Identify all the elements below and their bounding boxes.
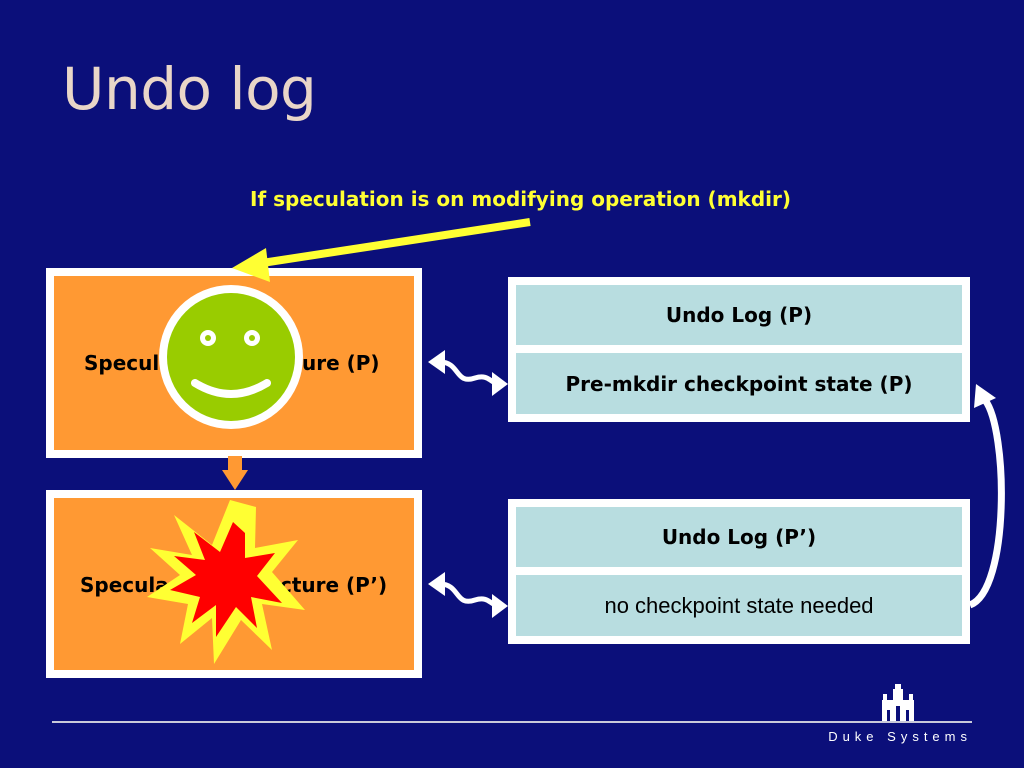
link-arrow-p <box>428 350 508 396</box>
link-arrow-p-prime <box>428 572 508 618</box>
undo-log-p-prime-header: Undo Log (P’) <box>516 507 962 567</box>
footer-divider <box>52 721 972 723</box>
spec-box-p-prime: Specula cture (P’) <box>46 490 422 678</box>
callout-arrow <box>232 218 531 282</box>
callout-text: If speculation is on modifying operation… <box>250 187 792 211</box>
starburst-icon <box>147 500 305 664</box>
undo-log-p-header: Undo Log (P) <box>516 285 962 345</box>
undo-log-p-prime-state: no checkpoint state needed <box>516 575 962 636</box>
spec-box-p-label-left: Specul <box>84 351 160 375</box>
smiley-icon <box>159 285 303 429</box>
duke-chapel-icon <box>882 684 914 722</box>
spec-box-p-label-right: ure (P) <box>302 351 380 375</box>
undo-log-p-state: Pre-mkdir checkpoint state (P) <box>516 353 962 414</box>
slide-title: Undo log <box>62 55 317 123</box>
down-arrow <box>222 456 248 490</box>
spec-box-p-prime-label-right: cture (P’) <box>280 573 388 597</box>
undo-log-p: Undo Log (P) Pre-mkdir checkpoint state … <box>508 277 970 422</box>
curved-arrow <box>968 384 1005 609</box>
undo-log-p-prime: Undo Log (P’) no checkpoint state needed <box>508 499 970 644</box>
footer-brand: Duke Systems <box>828 729 972 744</box>
